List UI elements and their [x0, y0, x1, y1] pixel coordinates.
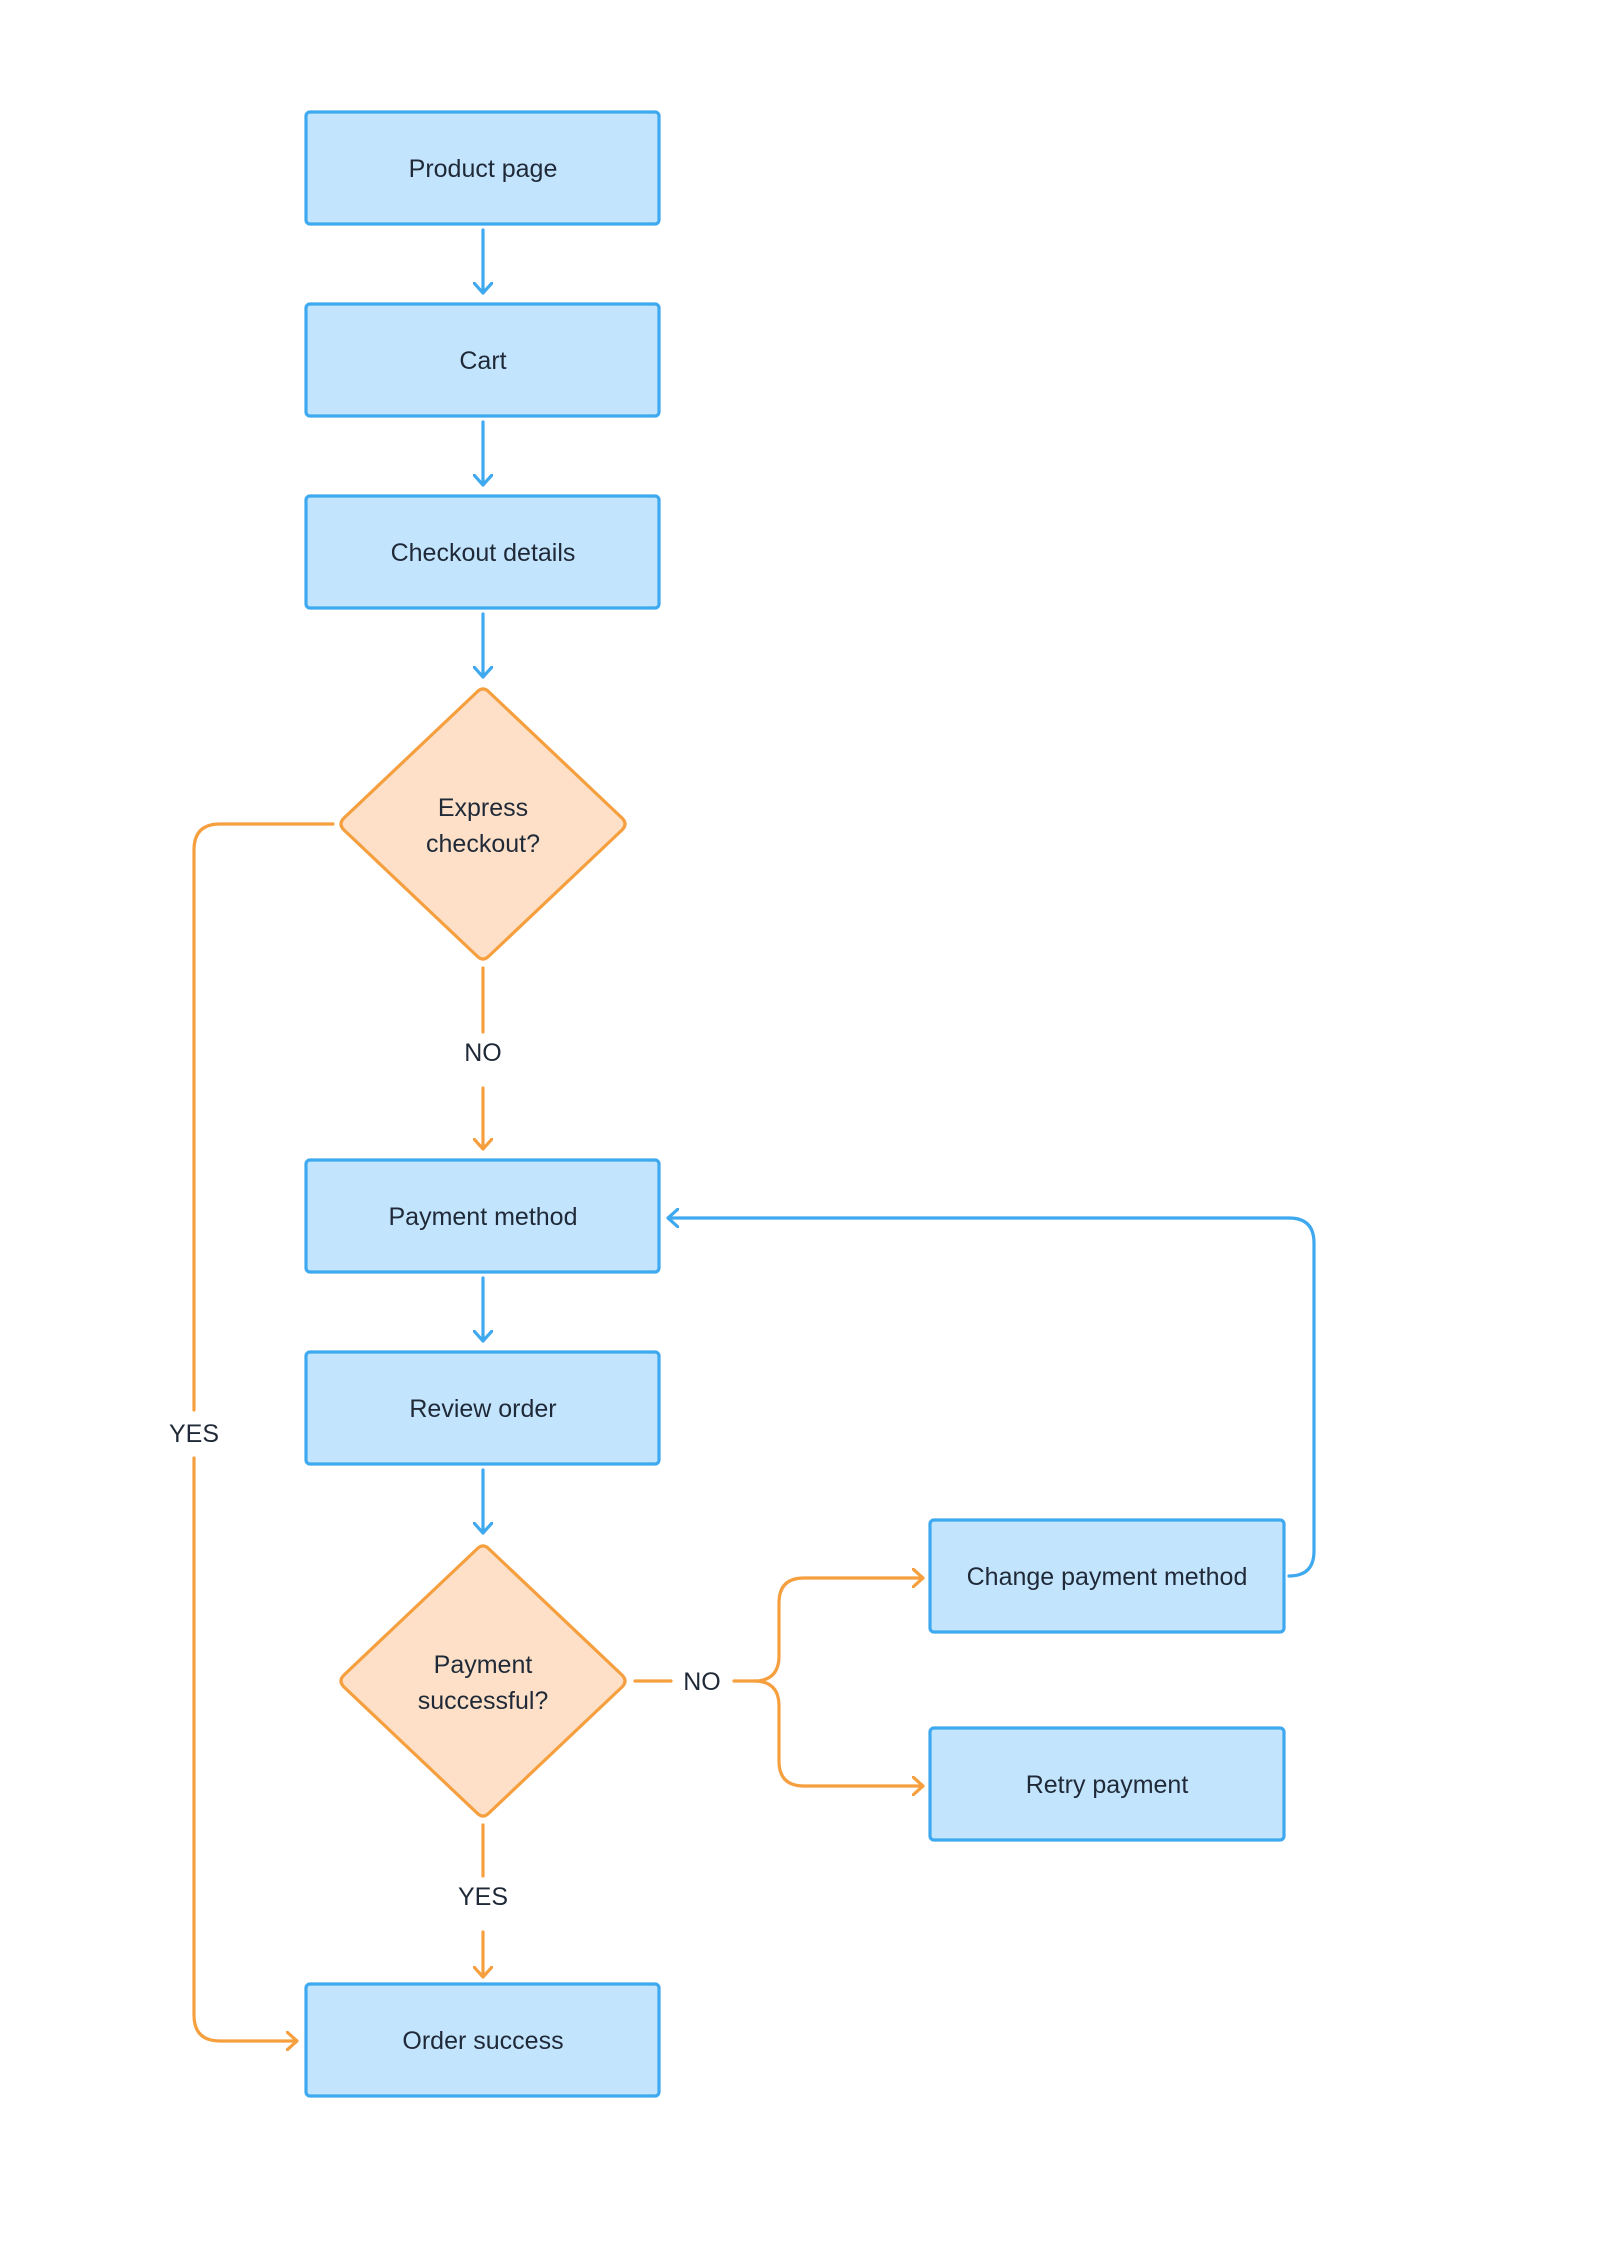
node-product-page-label: Product page — [409, 155, 558, 183]
node-retry-payment[interactable]: Retry payment — [928, 1726, 1286, 1842]
node-payment-method-label: Payment method — [389, 1203, 578, 1231]
node-review-order-label: Review order — [409, 1395, 556, 1423]
edge-label-payment-yes: YES — [458, 1883, 508, 1911]
edge-express-yes-lower — [192, 1456, 299, 2041]
node-payment-method[interactable]: Payment method — [304, 1158, 661, 1274]
node-checkout-details-label: Checkout details — [391, 539, 576, 567]
decision-express-checkout-label-line1: Express — [438, 794, 528, 822]
decision-express-checkout[interactable]: Express checkout? — [339, 687, 627, 961]
node-review-order[interactable]: Review order — [304, 1350, 661, 1466]
edge-payment-no-to-retry — [752, 1679, 925, 1786]
edge-express-yes-upper — [192, 822, 335, 1412]
decision-payment-successful[interactable]: Payment successful? — [339, 1544, 627, 1818]
node-change-payment-method-label: Change payment method — [967, 1563, 1248, 1591]
node-change-payment-method[interactable]: Change payment method — [928, 1518, 1286, 1634]
decision-payment-successful-label-line2: successful? — [418, 1687, 549, 1715]
node-retry-payment-label: Retry payment — [1026, 1771, 1189, 1799]
node-cart-label: Cart — [459, 347, 506, 375]
decision-express-checkout-label-line2: checkout? — [426, 830, 540, 858]
node-order-success[interactable]: Order success — [304, 1982, 661, 2098]
edge-payment-no-to-change — [732, 1578, 925, 1683]
edge-label-express-no: NO — [464, 1039, 502, 1067]
edge-label-express-yes: YES — [169, 1420, 219, 1448]
edge-change-method-to-payment-method — [666, 1218, 1316, 1578]
node-checkout-details[interactable]: Checkout details — [304, 494, 661, 610]
node-order-success-label: Order success — [402, 2027, 563, 2055]
decision-payment-successful-label-line1: Payment — [434, 1651, 533, 1679]
node-product-page[interactable]: Product page — [304, 110, 661, 226]
edge-label-payment-no: NO — [683, 1668, 721, 1696]
node-cart[interactable]: Cart — [304, 302, 661, 418]
